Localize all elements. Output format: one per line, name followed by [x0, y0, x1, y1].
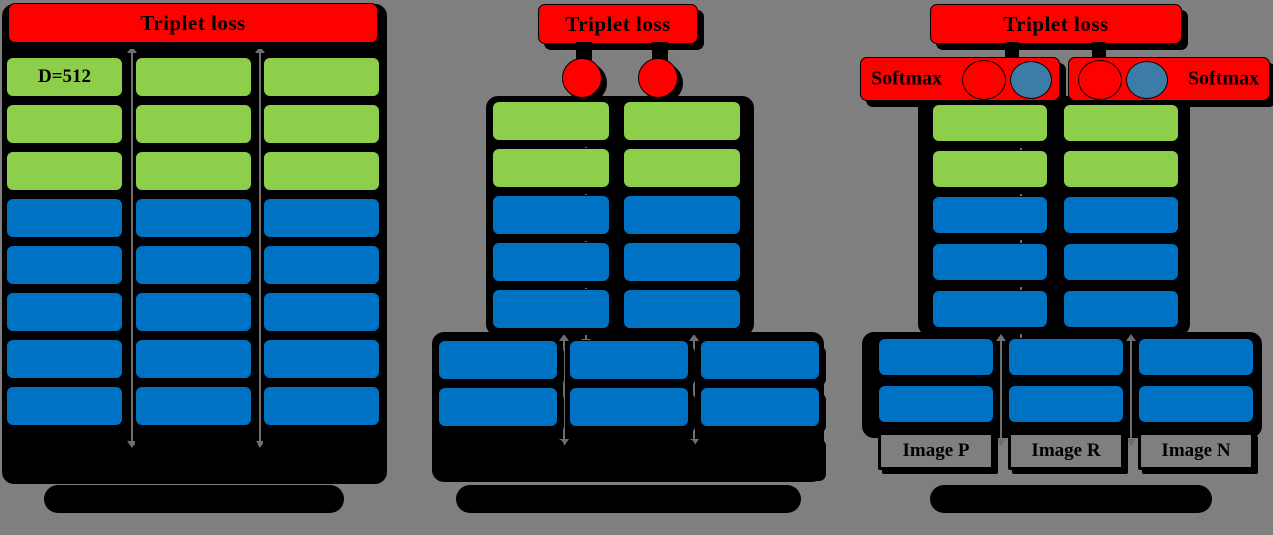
panel-b-block-b1c2	[623, 195, 741, 235]
panel-b-image-slot-1	[438, 433, 558, 475]
panel-a-block-b1c1	[6, 198, 123, 238]
panel-a-block-b3c2	[135, 292, 252, 332]
panel-b-block-b3c1	[492, 289, 610, 329]
panel-c-softmax-left-label: Softmax	[871, 67, 943, 90]
panel-c-block-b1c1	[932, 196, 1048, 234]
panel-c-block-s1c1	[878, 338, 994, 376]
panel-c-block-s1c3	[1138, 338, 1254, 376]
panel-c-image-label-n-text: Image N	[1161, 440, 1231, 461]
panel-c-block-s2c1	[878, 385, 994, 423]
panel-a-block-g1c3	[263, 57, 380, 97]
panel-b-block-g2c2	[623, 148, 741, 188]
panel-a-block-b1c3	[263, 198, 380, 238]
panel-c-block-b3c2	[1063, 290, 1179, 328]
panel-a-block-g3c1	[6, 151, 123, 191]
panel-a-block-g2c1	[6, 104, 123, 144]
panel-c-block-g1c1	[932, 104, 1048, 142]
panel-c-image-label-r-text: Image R	[1031, 440, 1101, 461]
panel-a-block-b2c1	[6, 245, 123, 285]
panel-a-triplet-loss-label: Triplet loss	[140, 10, 246, 35]
panel-c-block-b3c1	[932, 290, 1048, 328]
panel-a-block-g3c2	[135, 151, 252, 191]
panel-b-image-slot-2	[569, 433, 689, 475]
panel-c-right-blue-circle	[1126, 61, 1168, 99]
panel-c-image-label-p-text: Image P	[902, 440, 970, 461]
panel-a-image-slot-1	[6, 433, 123, 475]
panel-c-block-g1c2	[1063, 104, 1179, 142]
panel-b-caption	[456, 485, 801, 513]
panel-a-block-g2c2	[135, 104, 252, 144]
panel-b-block-g2c1	[492, 148, 610, 188]
panel-a-triplet-loss: Triplet loss	[8, 3, 378, 43]
panel-b-embedding-circle-right	[638, 58, 678, 98]
panel-a-block-b4c2	[135, 339, 252, 379]
connector-b-col1	[559, 334, 569, 446]
panel-a-block-b4c3	[263, 339, 380, 379]
panel-b-block-g1c2	[623, 101, 741, 141]
panel-b-embedding-circle-left	[562, 58, 602, 98]
panel-c-block-s2c2	[1008, 385, 1124, 423]
panel-b: Triplet loss	[430, 0, 830, 535]
panel-a-block-b4c1	[6, 339, 123, 379]
panel-b-triplet-loss-label: Triplet loss	[565, 11, 671, 36]
panel-a-block-g1c1: D=512	[6, 57, 123, 97]
connector-c-col1	[996, 334, 1006, 446]
panel-b-block-s2c1	[438, 387, 558, 427]
panel-c-triplet-loss-label: Triplet loss	[1003, 11, 1109, 36]
panel-b-block-s2c2	[569, 387, 689, 427]
panel-c-right-red-circle	[1078, 60, 1122, 100]
panel-a-block-g1c2	[135, 57, 252, 97]
panel-c-image-label-r: Image R	[1008, 432, 1124, 470]
panel-b-block-b2c1	[492, 242, 610, 282]
panel-b-block-s1c3	[700, 340, 820, 380]
panel-a-block-b5c3	[263, 386, 380, 426]
panel-a-image-slot-3	[263, 433, 380, 475]
panel-c-caption	[930, 485, 1212, 513]
panel-b-block-b2c2	[623, 242, 741, 282]
panel-a-block-b2c3	[263, 245, 380, 285]
panel-a-block-b2c2	[135, 245, 252, 285]
panel-a-block-g2c3	[263, 104, 380, 144]
panel-c-left-blue-circle	[1010, 61, 1052, 99]
panel-c-block-b2c2	[1063, 243, 1179, 281]
panel-c-image-label-n: Image N	[1138, 432, 1254, 470]
panel-c: Triplet loss Softmax Softmax	[860, 0, 1273, 535]
panel-a-image-slot-2	[135, 433, 252, 475]
panel-b-block-g1c1	[492, 101, 610, 141]
panel-a-block-b1c2	[135, 198, 252, 238]
panel-b-block-b3c2	[623, 289, 741, 329]
panel-b-block-s1c1	[438, 340, 558, 380]
panel-c-block-b1c2	[1063, 196, 1179, 234]
panel-b-block-b1c1	[492, 195, 610, 235]
panel-a-caption	[44, 485, 344, 513]
panel-c-block-g2c2	[1063, 150, 1179, 188]
panel-c-block-g2c1	[932, 150, 1048, 188]
panel-b-image-slot-3	[700, 433, 820, 475]
panel-a-block-b5c1	[6, 386, 123, 426]
panel-b-triplet-loss: Triplet loss	[538, 4, 698, 44]
panel-c-block-s2c3	[1138, 385, 1254, 423]
connector-a-col1	[127, 46, 137, 448]
panel-a-block-b3c1	[6, 292, 123, 332]
connector-c-col2	[1126, 334, 1136, 446]
panel-c-softmax-right-label: Softmax	[1187, 67, 1259, 90]
panel-c-triplet-loss: Triplet loss	[930, 4, 1182, 44]
connector-b-col2	[689, 334, 699, 446]
panel-a-block-b5c2	[135, 386, 252, 426]
panel-b-block-s1c2	[569, 340, 689, 380]
panel-c-block-b2c1	[932, 243, 1048, 281]
panel-c-image-label-p: Image P	[878, 432, 994, 470]
panel-a-block-g3c3	[263, 151, 380, 191]
panel-b-block-s2c3	[700, 387, 820, 427]
panel-a-dim-label: D=512	[37, 66, 92, 87]
panel-a-block-b3c3	[263, 292, 380, 332]
connector-a-col2	[255, 46, 265, 448]
panel-a: Triplet loss D=512	[0, 0, 400, 535]
panel-c-block-s1c2	[1008, 338, 1124, 376]
panel-c-left-red-circle	[962, 60, 1006, 100]
